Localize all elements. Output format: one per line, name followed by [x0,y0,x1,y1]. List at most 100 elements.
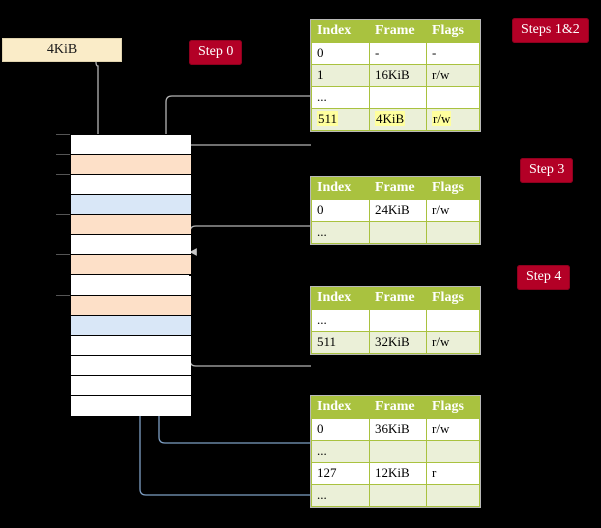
memory-frame-8 [71,295,191,316]
badge-steps-1-2: Steps 1&2 [512,18,589,43]
cell-flags: r/w [426,64,480,87]
cell-frame: - [369,42,427,65]
physical-memory-column [70,134,191,416]
cell-frame: 12KiB [369,462,427,485]
cell-flags [426,86,480,109]
cell-index: ... [311,221,370,244]
cell-index: 0 [311,418,370,441]
cell-index: 127 [311,462,370,485]
highlighted-value: r/w [432,111,452,126]
memory-frame-9 [71,315,191,336]
highlighted-value: 4KiB [375,111,406,126]
badge-step-3: Step 3 [520,158,574,183]
badge-step-0: Step 0 [189,40,243,65]
cell-index: 511 [311,108,370,131]
memory-tick-2 [56,174,70,175]
memory-frame-11 [71,355,191,376]
cell-flags: r/w [426,108,480,131]
cell-index: ... [311,484,370,507]
cell-flags [426,309,480,332]
column-header-index: Index [311,396,370,419]
cell-index: 1 [311,64,370,87]
column-header-frame: Frame [369,20,427,43]
cell-frame: 16KiB [369,64,427,87]
cell-index: ... [311,440,370,463]
table-row: 0-- [311,42,480,65]
table-row: ... [311,221,480,244]
column-header-flags: Flags [426,396,480,419]
memory-frame-3 [71,195,191,216]
memory-frame-13 [71,395,191,416]
wire-l2-row511 [183,318,311,367]
request-box-4kib: 4KiB [2,38,122,62]
memory-tick-4 [56,214,70,215]
table-row: ... [311,86,480,109]
wire-l3-row0 [189,225,311,256]
memory-frame-5 [71,235,191,256]
column-header-index: Index [311,20,370,43]
cell-flags: r/w [426,199,480,222]
cell-frame [369,86,427,109]
cell-flags: r/w [426,331,480,354]
cell-flags: r/w [426,418,480,441]
cell-flags [426,221,480,244]
cell-frame: 24KiB [369,199,427,222]
cell-frame: 32KiB [369,331,427,354]
cell-index: 511 [311,331,370,354]
cell-flags [426,484,480,507]
cell-index: ... [311,309,370,332]
cell-index: 0 [311,42,370,65]
memory-tick-0 [56,134,70,135]
table-row: ... [311,309,480,332]
table-row: ... [311,484,480,507]
cell-flags: r [426,462,480,485]
cell-frame [369,440,427,463]
column-header-flags: Flags [426,287,480,310]
highlighted-value: 511 [317,111,339,126]
memory-frame-10 [71,335,191,356]
column-header-index: Index [311,177,370,200]
wire-l4-row511 [171,144,311,199]
cell-frame [369,221,427,244]
column-header-flags: Flags [426,20,480,43]
memory-tick-8 [56,295,70,296]
column-header-flags: Flags [426,177,480,200]
badge-step-4: Step 4 [517,265,571,290]
memory-frame-4 [71,215,191,236]
memory-tick-6 [56,254,70,255]
cell-index: 0 [311,199,370,222]
memory-frame-6 [71,255,191,276]
cell-index: ... [311,86,370,109]
column-header-frame: Frame [369,287,427,310]
cell-frame: 36KiB [369,418,427,441]
cell-frame: 4KiB [369,108,427,131]
memory-frame-0 [71,135,191,156]
cell-flags: - [426,42,480,65]
cell-frame [369,309,427,332]
column-header-frame: Frame [369,396,427,419]
table-row: 511 4KiB r/w [311,108,480,131]
memory-tick-1 [56,154,70,155]
memory-frame-7 [71,275,191,296]
memory-frame-12 [71,375,191,396]
table-row: ... [311,440,480,463]
cell-flags [426,440,480,463]
column-header-frame: Frame [369,177,427,200]
column-header-index: Index [311,287,370,310]
memory-frame-1 [71,155,191,176]
cell-frame [369,484,427,507]
